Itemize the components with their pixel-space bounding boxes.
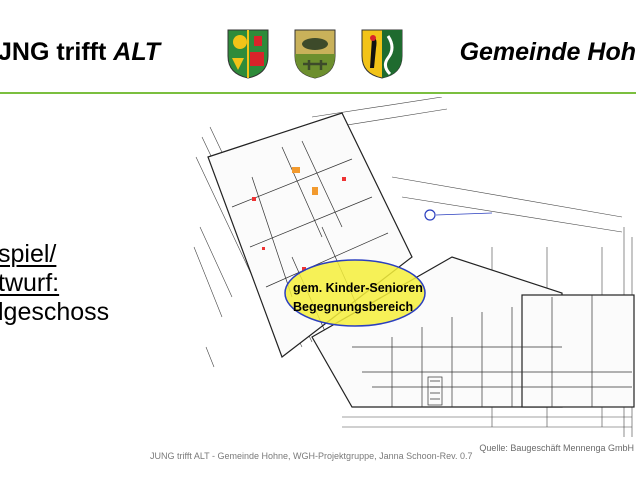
- image-source-credit: Quelle: Baugeschäft Mennenga GmbH: [479, 443, 634, 453]
- highlight-label-line-2: Begegnungsbereich: [293, 300, 414, 314]
- coat-of-arms-3-icon: [361, 29, 403, 79]
- slide-footer: JUNG trifft ALT - Gemeinde Hohne, WGH-Pr…: [150, 451, 473, 461]
- title-left-italic: ALT: [113, 38, 161, 66]
- floor-plan-drawing: [193, 97, 635, 437]
- coat-of-arms-2-icon: [294, 29, 336, 79]
- side-caption: spiel/ twurf: lgeschoss: [0, 240, 109, 327]
- plan-north-marker: [424, 209, 436, 221]
- highlight-label-line-1: gem. Kinder-Senioren: [293, 281, 423, 295]
- highlight-ellipse: [284, 259, 426, 327]
- slide-title-left: JNG trifft ALT: [0, 38, 160, 67]
- building-wing-right: [311, 256, 635, 408]
- title-left-bold: JNG trifft: [0, 38, 114, 66]
- header-divider: [0, 92, 636, 94]
- slide-title-right: Gemeinde Hoh: [459, 38, 636, 66]
- side-caption-line-2: twurf:: [0, 269, 60, 297]
- highlight-label: gem. Kinder-Senioren Begegnungsbereich: [293, 279, 423, 317]
- coat-of-arms-1-icon: [227, 29, 269, 79]
- side-caption-line-3: lgeschoss: [0, 298, 110, 326]
- side-caption-line-1: spiel/: [0, 240, 57, 268]
